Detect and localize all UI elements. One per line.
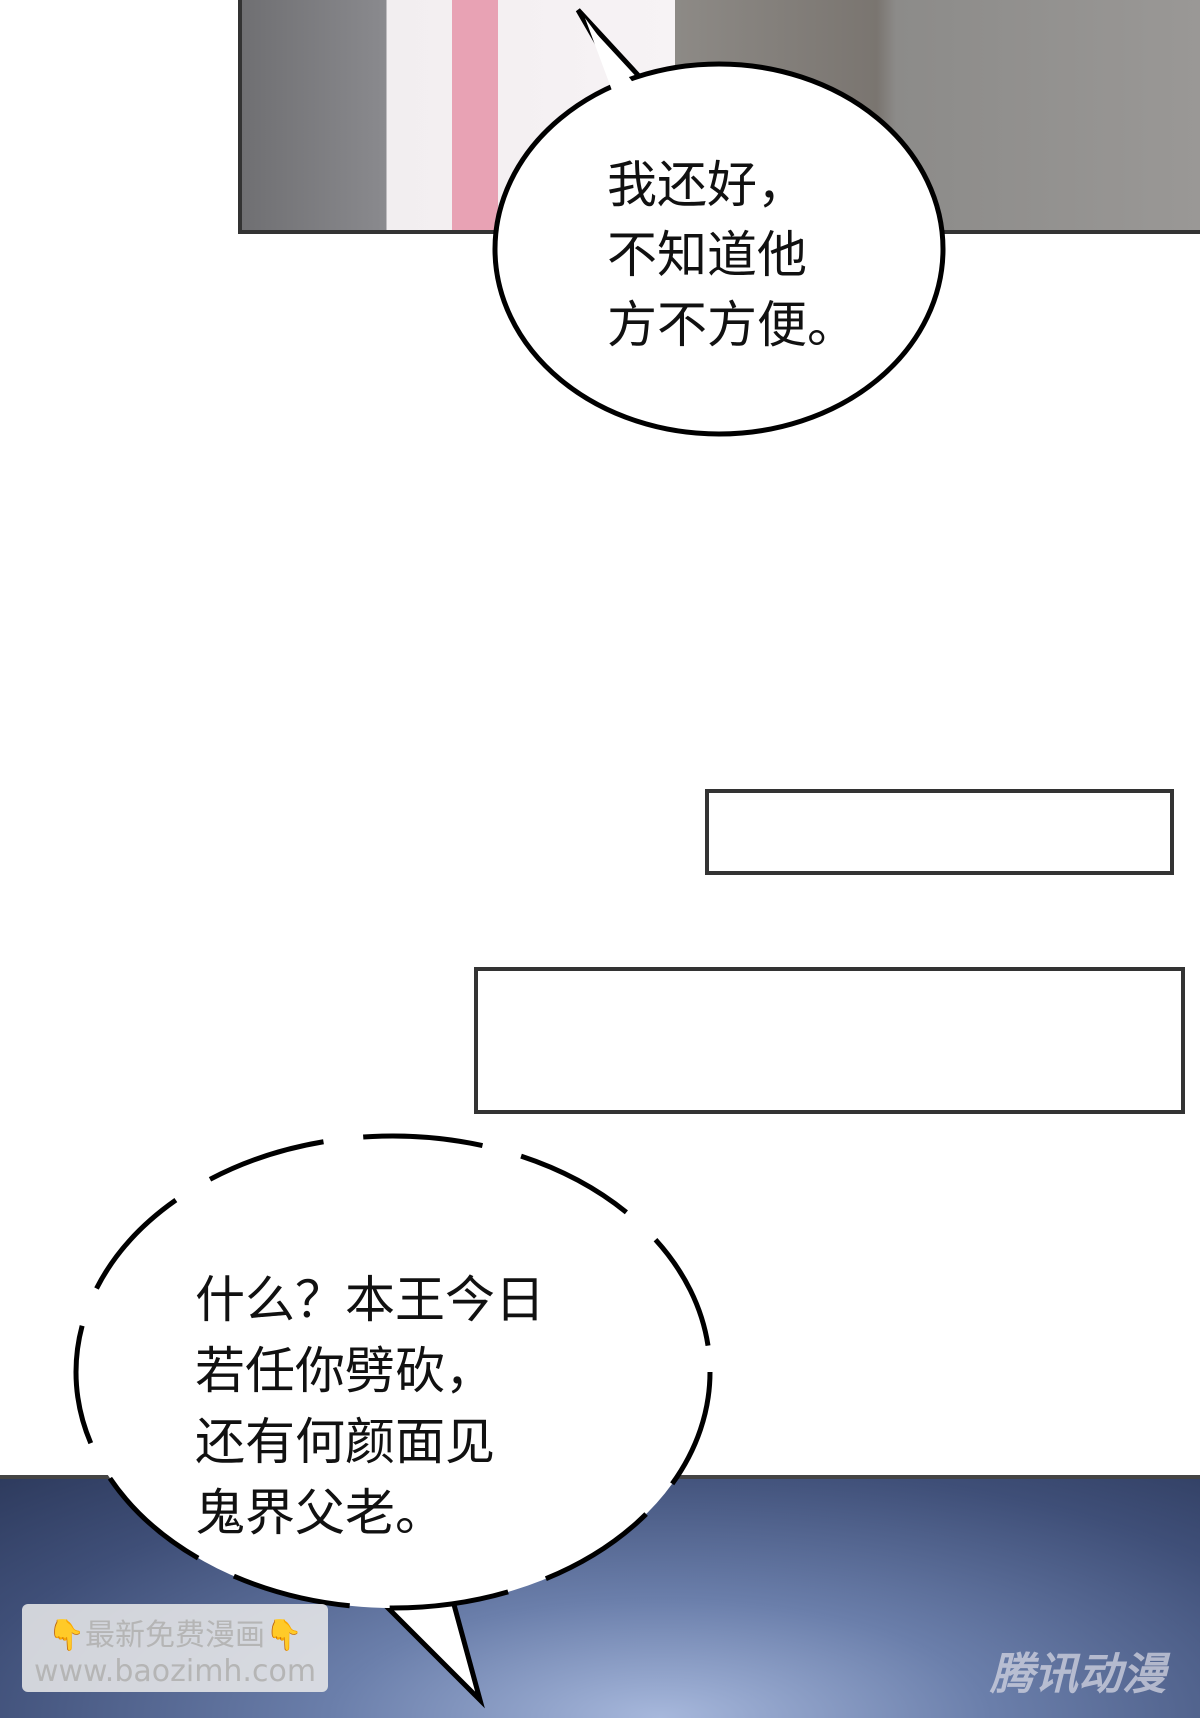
bubble-2-text: 什么？本王今日若任你劈砍， 还有何颜面见鬼界父老。 xyxy=(195,1265,545,1549)
text-line: 还有何颜面见 xyxy=(195,1413,495,1471)
pink-tie xyxy=(452,0,498,230)
bubble-tail-patch xyxy=(585,18,660,112)
publisher-watermark: 腾讯动漫 xyxy=(990,1649,1166,1700)
pointing-down-hand-icon: 👇 xyxy=(47,1618,85,1653)
empty-caption-box xyxy=(705,789,1174,875)
text-line: 方不方便。 xyxy=(607,296,857,354)
watermark-box[interactable]: 👇最新免费漫画👇 www.baozimh.com xyxy=(22,1604,328,1692)
text-line: 我还好， xyxy=(607,156,807,214)
text-line: 什么？本王今日 xyxy=(195,1271,545,1329)
empty-caption-box xyxy=(474,967,1185,1114)
watermark-url[interactable]: www.baozimh.com xyxy=(33,1654,317,1689)
bubble-tail xyxy=(378,1589,485,1709)
text-line: 鬼界父老。 xyxy=(195,1484,445,1542)
text-line: 若任你劈砍， xyxy=(195,1342,495,1400)
text-line: 不知道他 xyxy=(607,226,807,284)
watermark-line1: 最新免费漫画 xyxy=(85,1618,265,1653)
speech-bubble-solid xyxy=(492,61,946,437)
pointing-down-hand-icon: 👇 xyxy=(265,1618,303,1653)
speech-bubble-dashed xyxy=(73,1133,713,1611)
bubble-1-text: 我还好， 不知道他方不方便。 xyxy=(607,150,857,360)
